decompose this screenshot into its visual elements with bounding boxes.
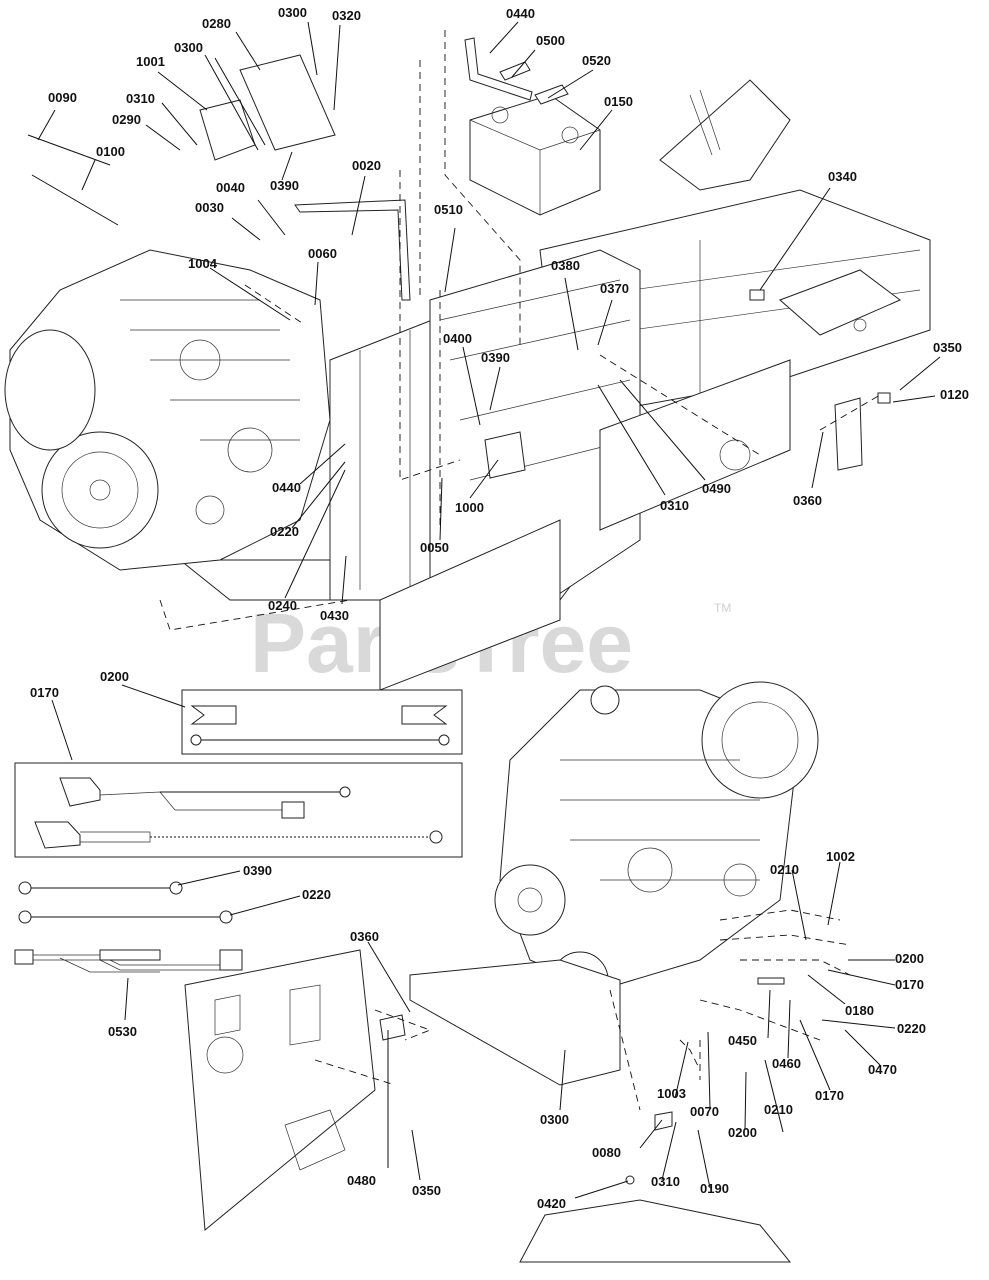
callout-0220-c: 0220 <box>897 1021 926 1036</box>
switch-0480 <box>379 1014 406 1041</box>
callout-0090: 0090 <box>48 90 77 105</box>
callout-0340: 0340 <box>828 169 857 184</box>
frame-lower-corner <box>519 1199 792 1263</box>
engine-mount-lower <box>409 959 621 1086</box>
clamp-0080 <box>654 1111 673 1131</box>
callout-0180: 0180 <box>845 1003 874 1018</box>
callout-0170-b: 0170 <box>895 977 924 992</box>
battery <box>469 94 601 216</box>
switch-0120 <box>877 392 891 404</box>
callout-1004: 1004 <box>188 256 218 271</box>
callout-0310-b: 0310 <box>660 498 689 513</box>
bracket-0020 <box>294 199 411 301</box>
callout-0240: 0240 <box>268 598 297 613</box>
cable-0220-inset <box>18 910 233 924</box>
callout-0170-c: 0170 <box>815 1088 844 1103</box>
callout-0280: 0280 <box>202 16 231 31</box>
callout-0470: 0470 <box>868 1062 897 1077</box>
callout-0150: 0150 <box>604 94 633 109</box>
main-frame <box>178 79 931 691</box>
callout-0460: 0460 <box>772 1056 801 1071</box>
assembly-lines-lower <box>314 909 851 1111</box>
callout-0320: 0320 <box>332 8 361 23</box>
battery-hold-down <box>464 37 533 101</box>
callout-0070: 0070 <box>690 1104 719 1119</box>
callout-1003: 1003 <box>657 1086 686 1101</box>
foam-pad-0500 <box>499 61 531 81</box>
side-panel-lower <box>184 949 376 1231</box>
callout-0310-c: 0310 <box>651 1174 680 1189</box>
watermark-trademark: TM <box>714 601 731 615</box>
callout-0430: 0430 <box>320 608 349 623</box>
inset-0200 <box>181 689 463 755</box>
callout-0440: 0440 <box>506 6 535 21</box>
callout-0400: 0400 <box>443 331 472 346</box>
callout-0210: 0210 <box>770 862 799 877</box>
callout-0200: 0200 <box>100 669 129 684</box>
cable-tie-0090 <box>27 134 111 166</box>
inset-0170 <box>14 762 463 858</box>
spacer-0450 <box>757 977 785 985</box>
callout-0220: 0220 <box>270 524 299 539</box>
callout-0480: 0480 <box>347 1173 376 1188</box>
callout-0450: 0450 <box>728 1033 757 1048</box>
callout-0520: 0520 <box>582 53 611 68</box>
leader-lines <box>37 21 941 1199</box>
callout-1000: 1000 <box>455 500 484 515</box>
callout-0080: 0080 <box>592 1145 621 1160</box>
callout-0390-c: 0390 <box>243 863 272 878</box>
callout-0360-b: 0360 <box>350 929 379 944</box>
callout-0390-b: 0390 <box>481 350 510 365</box>
callout-0030: 0030 <box>195 200 224 215</box>
foam-pad-0520 <box>534 84 569 105</box>
callout-0060: 0060 <box>308 246 337 261</box>
callout-0360: 0360 <box>793 493 822 508</box>
callout-1001: 1001 <box>136 54 165 69</box>
callout-0190: 0190 <box>700 1181 729 1196</box>
cable-0390-inset <box>18 881 183 895</box>
callout-0210-b: 0210 <box>764 1102 793 1117</box>
callout-0350: 0350 <box>933 340 962 355</box>
assembly-lines-upper <box>159 30 881 631</box>
callout-0440-b: 0440 <box>272 480 301 495</box>
panel-0360-upper <box>834 397 863 471</box>
relay-1000 <box>484 431 526 479</box>
callout-0300-c: 0300 <box>540 1112 569 1127</box>
callout-0120: 0120 <box>940 387 969 402</box>
callout-0380: 0380 <box>551 258 580 273</box>
callout-0040: 0040 <box>216 180 245 195</box>
callout-0100: 0100 <box>96 144 125 159</box>
callout-0490: 0490 <box>702 481 731 496</box>
callout-0500: 0500 <box>536 33 565 48</box>
callout-0420: 0420 <box>537 1196 566 1211</box>
callout-0300-b: 0300 <box>278 5 307 20</box>
callout-1002: 1002 <box>826 849 855 864</box>
callout-0290: 0290 <box>112 112 141 127</box>
callout-0370: 0370 <box>600 281 629 296</box>
side-panel-detail <box>206 984 346 1171</box>
cable-tie-0100 <box>31 174 119 226</box>
callout-0050: 0050 <box>420 540 449 555</box>
switch-0340 <box>749 289 765 301</box>
callout-0300: 0300 <box>174 40 203 55</box>
engine-upper <box>4 249 331 571</box>
callout-0220-b: 0220 <box>302 887 331 902</box>
plate-0280 <box>239 54 336 151</box>
callout-0350-b: 0350 <box>412 1183 441 1198</box>
callout-0020: 0020 <box>352 158 381 173</box>
callout-0510: 0510 <box>434 202 463 217</box>
callout-0390: 0390 <box>270 178 299 193</box>
callout-labels: 0090 0100 1001 0310 0290 0300 0280 0300 … <box>30 5 969 1211</box>
callout-0200-c: 0200 <box>728 1125 757 1140</box>
callout-0170: 0170 <box>30 685 59 700</box>
harness-0530 <box>14 949 243 973</box>
engine-lower <box>494 681 819 1009</box>
callout-0530: 0530 <box>108 1024 137 1039</box>
callout-0310: 0310 <box>126 91 155 106</box>
part-0420 <box>625 1175 635 1185</box>
callout-0200-b: 0200 <box>895 951 924 966</box>
